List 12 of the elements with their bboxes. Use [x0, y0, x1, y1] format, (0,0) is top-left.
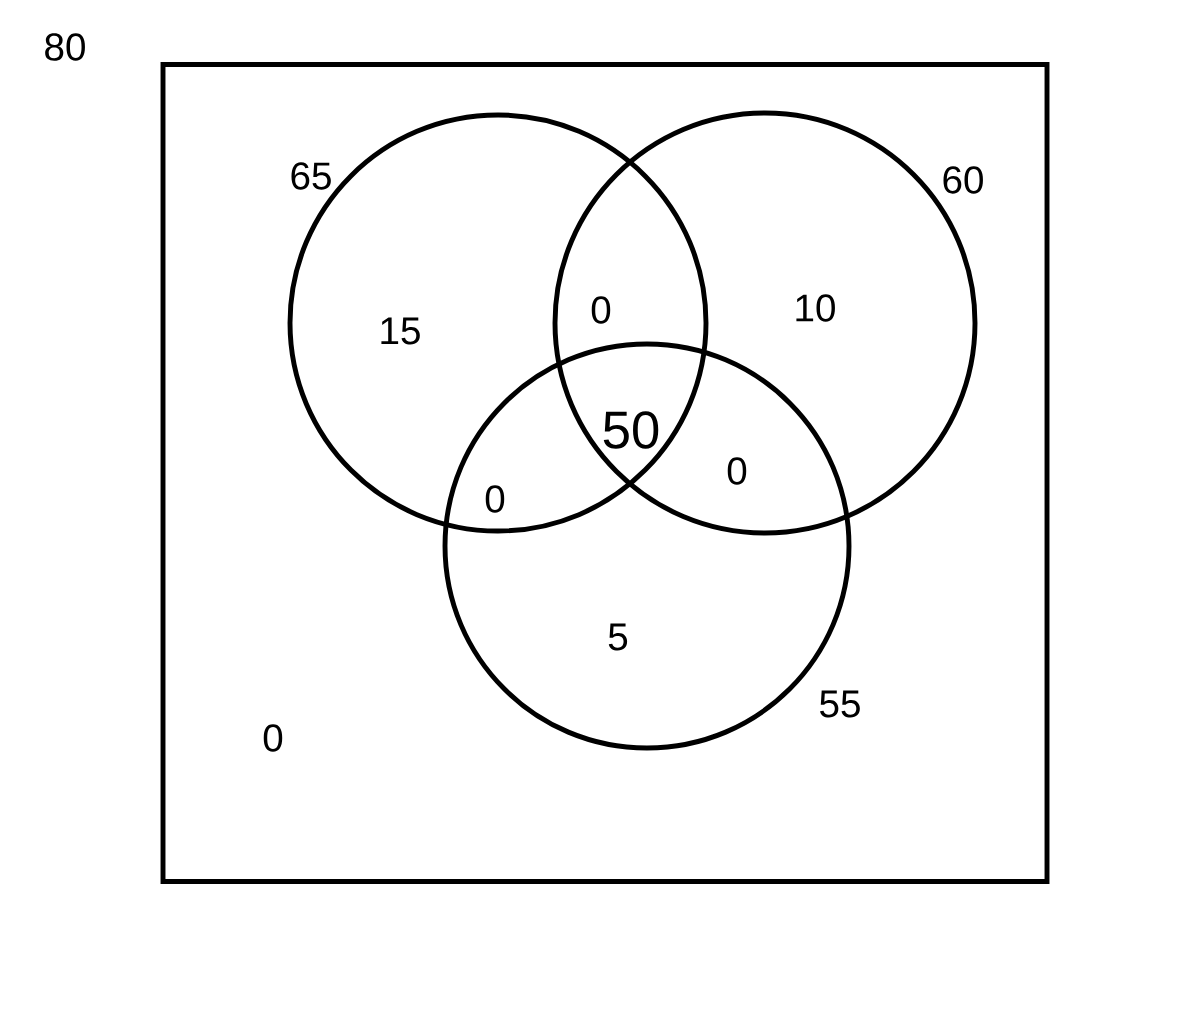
region-count: 65: [291, 162, 331, 190]
region-count: 10: [796, 294, 835, 322]
region-count: 0: [591, 296, 611, 324]
region-count: 0: [485, 485, 505, 513]
region-count: 15: [381, 317, 420, 345]
region-count: 5: [608, 623, 628, 651]
region-count: 0: [727, 457, 747, 485]
region-count: 55: [820, 690, 860, 718]
region-count: 0: [263, 724, 283, 752]
region-count: 50: [603, 411, 659, 449]
total-count: 80: [45, 33, 85, 61]
region-count: 60: [943, 166, 983, 194]
